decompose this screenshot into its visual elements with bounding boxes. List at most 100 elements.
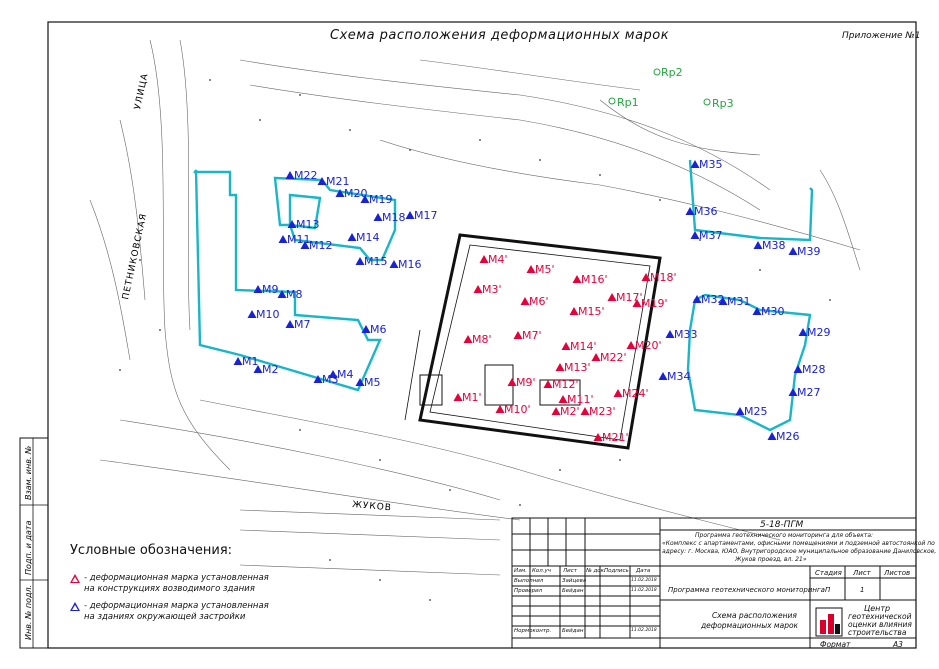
mark-label: М31: [727, 295, 751, 308]
new-mark-11-prime: М11': [558, 393, 594, 406]
existing-mark-22: М22: [285, 169, 318, 182]
mark-label: М33: [674, 328, 698, 341]
existing-mark-36: М36: [685, 205, 718, 218]
mark-label: М20: [344, 187, 368, 200]
row3-date: 11.02.2018: [631, 628, 657, 633]
triangle-marker-icon: [613, 389, 623, 397]
mark-label: М23': [589, 405, 616, 418]
existing-mark-38: М38: [753, 239, 786, 252]
triangle-marker-icon: [300, 241, 310, 249]
existing-mark-20: М20: [335, 187, 368, 200]
appendix-label: Приложение №1: [842, 31, 921, 41]
new-mark-17-prime: М17': [607, 291, 643, 304]
triangle-marker-icon: [543, 380, 553, 388]
triangle-marker-icon: [685, 207, 695, 215]
triangle-marker-icon: [479, 255, 489, 263]
triangle-marker-icon: [551, 407, 561, 415]
page-title: Схема расположения деформационных марок: [330, 28, 670, 43]
triangle-marker-icon: [247, 310, 257, 318]
company-line3: оценки влияния: [848, 620, 912, 629]
mark-label: М25: [744, 405, 768, 418]
new-mark-24-prime: М24': [613, 387, 649, 400]
mark-label: М2': [560, 405, 580, 418]
new-marks-layer: М1'М2'М3'М4'М5'М6'М7'М8'М9'М10'М11'М12'М…: [453, 253, 677, 444]
triangle-marker-icon: [767, 432, 777, 440]
mark-label: М8': [472, 333, 492, 346]
mark-label: М37: [699, 229, 723, 242]
mark-label: М8: [286, 288, 303, 301]
rp2-label: Rp2: [661, 66, 683, 79]
street-label-petnikovskaya: ПЕТНИКОВСКАЯ: [121, 212, 149, 300]
side-label-replace: Взам. инв. №: [24, 445, 33, 500]
triangle-marker-icon: [347, 233, 357, 241]
mark-label: М26: [776, 430, 800, 443]
triangle-marker-icon: [569, 307, 579, 315]
new-mark-2-prime: М2': [551, 405, 580, 418]
new-mark-5-prime: М5': [526, 263, 555, 276]
triangle-marker-icon: [641, 273, 651, 281]
mark-label: М22': [600, 351, 627, 364]
triangle-marker-icon: [753, 241, 763, 249]
mark-label: М1': [462, 391, 482, 404]
triangle-marker-icon: [513, 331, 523, 339]
mark-label: М12: [309, 239, 333, 252]
existing-mark-34: М34: [658, 370, 691, 383]
triangle-marker-icon: [555, 363, 565, 371]
mark-label: М29: [807, 326, 831, 339]
doc-code: 5-18-ПГМ: [760, 520, 804, 530]
existing-mark-15: М15: [355, 255, 388, 268]
triangle-marker-icon: [580, 407, 590, 415]
company-line2: геотехнической: [848, 612, 912, 621]
triangle-marker-icon: [317, 177, 327, 185]
mark-label: М17: [414, 209, 438, 222]
new-mark-9-prime: М9': [507, 376, 536, 389]
mark-label: М14: [356, 231, 380, 244]
existing-mark-4: М4: [328, 368, 354, 381]
existing-mark-29: М29: [798, 326, 831, 339]
mark-label: М10: [256, 308, 280, 321]
street-label-ulitsa: УЛИЦА: [133, 72, 151, 110]
existing-mark-30: М30: [752, 305, 785, 318]
object-line4: Жуков проезд, вл. 21»: [735, 556, 807, 563]
existing-mark-32: М32: [692, 293, 725, 306]
hdr-date: Дата: [636, 568, 651, 574]
existing-mark-27: М27: [788, 386, 821, 399]
triangle-marker-icon: [405, 211, 415, 219]
hdr-sign: Подпись: [604, 568, 629, 574]
company-logo: [815, 607, 843, 637]
new-mark-8-prime: М8': [463, 333, 492, 346]
reference-points: [608, 68, 711, 106]
triangle-marker-icon: [463, 335, 473, 343]
triangle-marker-icon: [561, 342, 571, 350]
format-label: Формат: [820, 640, 851, 649]
triangle-marker-icon: [735, 407, 745, 415]
program-label: Программа геотехнического мониторинга: [668, 586, 825, 594]
triangle-marker-icon: [788, 247, 798, 255]
mark-label: М21: [326, 175, 350, 188]
existing-mark-21: М21: [317, 175, 350, 188]
existing-buildings: [193, 159, 814, 432]
triangle-marker-icon: [473, 285, 483, 293]
existing-mark-9: М9: [253, 283, 279, 296]
rp3-label: Rp3: [712, 97, 734, 110]
mark-label: М30: [761, 305, 785, 318]
mark-label: М13': [564, 361, 591, 374]
existing-mark-14: М14: [347, 231, 380, 244]
side-label-sign: Подп. и дата: [24, 520, 33, 576]
sheet-number: 1: [860, 586, 865, 594]
mark-label: М2: [262, 363, 279, 376]
row1-role: Выполнил: [514, 578, 544, 584]
new-mark-14-prime: М14': [561, 340, 597, 353]
triangle-marker-icon: [253, 285, 263, 293]
street-label-zhukov: ЖУКОВ: [352, 500, 393, 513]
existing-mark-6: М6: [361, 323, 387, 336]
drawing-name-line2: деформационных марок: [701, 621, 799, 630]
mark-label: М10': [504, 403, 531, 416]
mark-label: М1: [242, 355, 259, 368]
mark-label: М7: [294, 318, 311, 331]
existing-mark-5: М5: [355, 376, 381, 389]
sheets-header: Листов: [884, 569, 911, 577]
existing-mark-39: М39: [788, 245, 821, 258]
triangle-marker-icon: [253, 365, 263, 373]
